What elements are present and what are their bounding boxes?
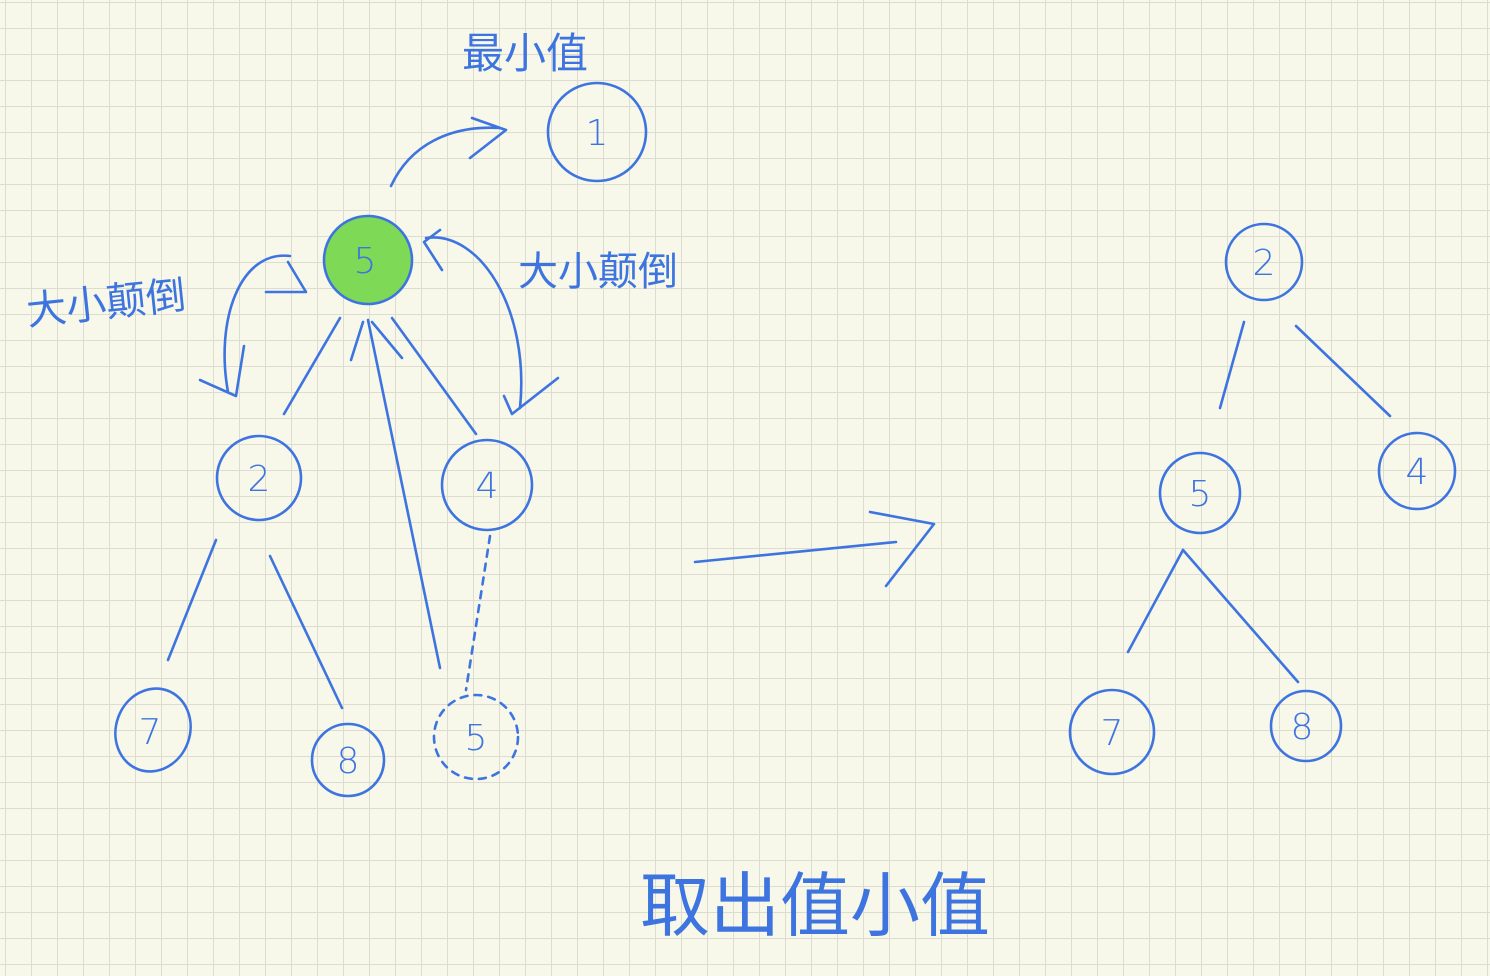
node-circle: [440, 438, 534, 532]
node-value: 4: [1406, 452, 1429, 493]
node-value: 5: [354, 241, 377, 282]
node-value: 2: [1253, 243, 1276, 284]
node-circle: [546, 81, 648, 183]
node-value: 5: [1189, 474, 1212, 515]
node-value: 2: [248, 459, 271, 500]
node-circle: [215, 434, 303, 522]
edge-5-8: [1181, 548, 1300, 684]
right-node-5: 5: [1158, 451, 1242, 535]
left-node-4: 4: [440, 438, 534, 532]
edge-2-8: [268, 554, 344, 710]
node-value: 7: [1101, 713, 1124, 754]
left-node-8: 8: [310, 722, 386, 798]
node-value: 4: [476, 466, 499, 507]
extract-min-arrow: [389, 116, 508, 188]
edge-root-right: [1294, 324, 1392, 418]
swap-arrow-right: [422, 228, 560, 416]
left-node-7: 7: [114, 687, 192, 773]
size-swap-right-label: 大小颠倒: [518, 249, 678, 295]
node-circle-dashed: [432, 693, 520, 781]
edge-root-stub-2: [370, 320, 404, 360]
edge-root-stub: [349, 320, 365, 362]
left-root-node: 5: [322, 214, 414, 306]
left-node-last-dashed: 5: [432, 693, 520, 781]
edge-root-left: [1218, 320, 1246, 410]
swap-arrow-left: [198, 254, 308, 398]
edge-4-last-dashed: [464, 534, 492, 692]
node-circle: [1269, 689, 1343, 763]
right-node-4: 4: [1377, 431, 1457, 511]
node-circle: [1158, 451, 1242, 535]
caption-label: 取出值小值: [640, 865, 990, 947]
node-value: 5: [465, 718, 488, 759]
node-value: 1: [586, 113, 609, 154]
removed-min-node: 1: [546, 81, 648, 183]
right-root-node: 2: [1224, 222, 1304, 302]
min-value-label: 最小值: [462, 29, 588, 78]
node-circle: [114, 687, 192, 773]
node-value: 8: [337, 741, 360, 782]
edge-root-to-last: [366, 318, 442, 670]
node-circle: [310, 722, 386, 798]
edge-5-7: [1126, 548, 1185, 654]
node-circle: [1068, 688, 1156, 776]
edge-root-left: [282, 316, 342, 416]
node-value: 8: [1291, 707, 1314, 748]
left-node-2: 2: [215, 434, 303, 522]
right-node-8: 8: [1269, 689, 1343, 763]
transition-arrow: [693, 510, 936, 588]
right-tree-edges: [1126, 320, 1392, 684]
edge-2-7: [166, 538, 218, 662]
edge-root-right: [390, 316, 478, 436]
node-circle: [1377, 431, 1457, 511]
node-circle-highlighted: [322, 214, 414, 306]
left-tree-edges: [166, 316, 492, 710]
size-swap-left-label: 大小颠倒: [24, 272, 188, 334]
right-node-7: 7: [1068, 688, 1156, 776]
node-value: 7: [139, 712, 162, 753]
node-circle: [1224, 222, 1304, 302]
